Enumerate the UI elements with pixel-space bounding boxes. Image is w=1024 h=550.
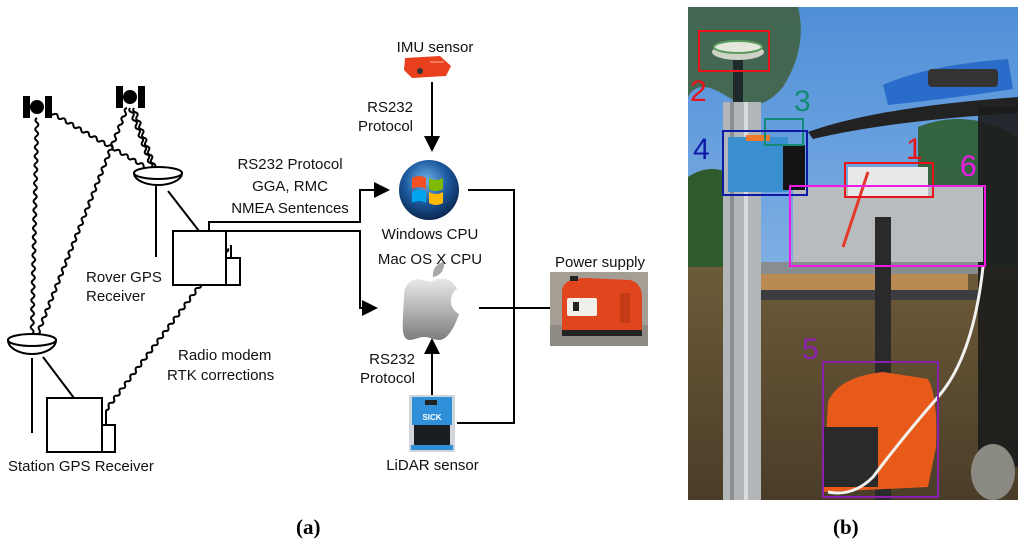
windows-logo-icon [399,160,459,220]
marker-box-4 [722,130,808,196]
label-rover-gps: Rover GPS [86,269,162,286]
satellite-icon-right [116,86,145,108]
label-mac-cpu: Mac OS X CPU [377,251,483,268]
marker-number-4: 4 [693,133,710,166]
windows-power-line [457,189,515,424]
station-gps-antenna-icon [6,333,75,433]
marker-box-1 [844,162,934,198]
lidar-sick-icon: SICK [409,395,455,452]
label-station-gps-receiver: Station GPS Receiver [8,458,154,475]
caption-b: (b) [833,515,859,539]
label-lidar-sensor: LiDAR sensor [386,457,479,474]
marker-box-6 [789,185,986,267]
lidar-brand-text: SICK [422,413,441,422]
label-rover-receiver: Receiver [86,288,146,305]
marker-number-5: 5 [802,333,819,366]
satellite-icon-left [23,96,52,118]
data-connections [208,82,550,424]
generator-icon [550,272,648,346]
marker-box-5 [822,361,939,498]
line-to-mac [226,230,378,316]
signal-wave [49,111,156,175]
signal-wave [128,107,154,168]
label-lidar-protocol: Protocol [359,370,415,387]
label-nmea-gga-rmc: GGA, RMC [252,178,328,195]
field-setup-photo: 2 3 4 1 6 5 [688,7,1018,500]
label-imu-sensor: IMU sensor [396,39,474,56]
label-nmea-rs232: RS232 Protocol [237,156,343,173]
caption-a: (a) [296,515,321,539]
label-windows-cpu: Windows CPU [381,226,479,243]
system-diagram: SICK [6,56,648,453]
signal-wave [37,107,128,335]
marker-box-2 [698,30,770,72]
signal-wave [132,107,157,173]
marker-number-1: 1 [906,133,923,166]
nmea-line-to-windows [208,182,390,231]
marker-box-3 [764,118,804,146]
label-lidar-rs232: RS232 [369,351,415,368]
label-imu-protocol: Protocol [357,118,413,135]
rover-gps-receiver-icon [172,230,241,286]
label-rtk-corrections: RTK corrections [167,367,275,384]
marker-number-3: 3 [794,85,811,118]
imu-sensor-icon [404,56,451,78]
label-radio-modem: Radio modem [178,347,272,364]
signal-wave [29,117,40,335]
station-gps-receiver-icon [46,397,116,453]
label-nmea-sentences: NMEA Sentences [231,200,349,217]
marker-number-6: 6 [960,150,977,183]
rover-gps-antenna-icon [132,166,200,257]
marker-number-2: 2 [690,75,707,108]
label-power-supply: Power supply [554,254,646,271]
apple-logo-icon [402,262,459,340]
label-imu-rs232: RS232 [367,99,413,116]
